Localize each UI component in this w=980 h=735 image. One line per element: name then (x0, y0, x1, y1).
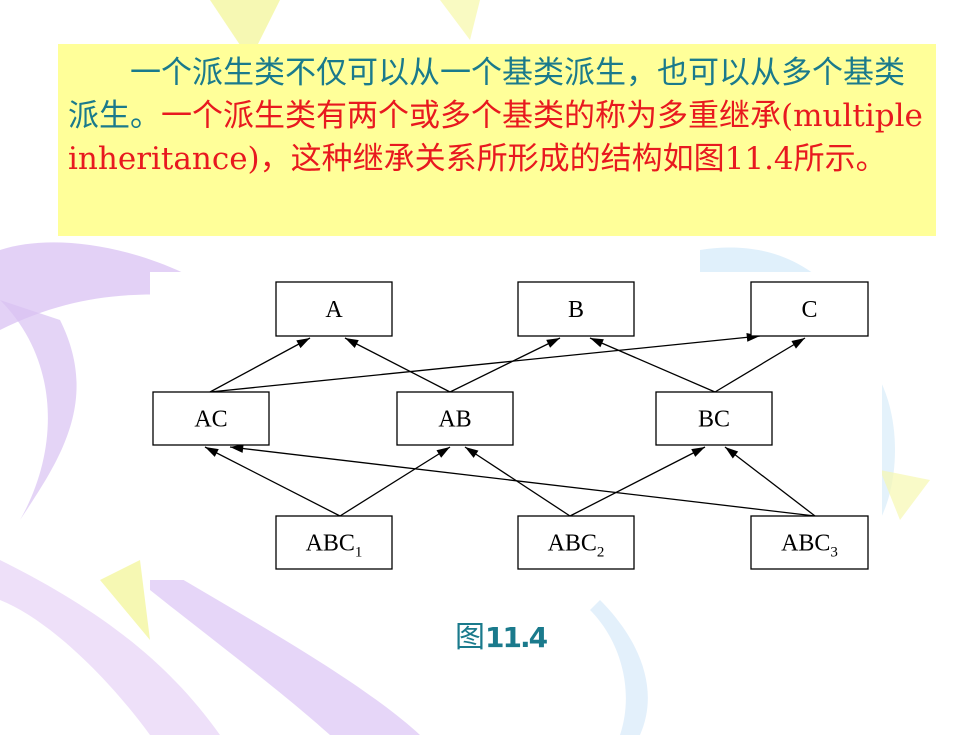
edge-bc-to-c (714, 337, 806, 393)
node-box-ab (396, 391, 514, 446)
node-label-ab: AB (438, 407, 471, 433)
node-ab: AB (396, 391, 514, 446)
node-box-ac (152, 391, 270, 446)
edge-abc2-to-bc (569, 446, 706, 517)
node-subscript-abc2: 2 (597, 545, 605, 561)
edge-bc-to-b (589, 337, 716, 393)
edge-ab-to-a (344, 337, 451, 393)
node-subscript-abc1: 1 (355, 545, 363, 561)
paragraph-highlight: 一个派生类有两个或多个基类的称为多重继承 (161, 98, 781, 134)
edge-abc1-to-ac (204, 446, 341, 517)
node-box-b (517, 281, 635, 337)
edge-abc3-to-ac (229, 444, 816, 517)
node-label-b: B (568, 297, 584, 323)
node-subscript-abc3: 3 (830, 545, 838, 561)
paragraph-part-1: 一个派生类不仅可以从一个基类派生，也可以从多个基类派生。 (68, 55, 905, 134)
node-box-abc3 (750, 515, 869, 570)
figure-caption: 图11.4 (455, 612, 548, 656)
node-box-abc2 (517, 515, 635, 570)
edge-abc1-to-ab (339, 446, 451, 517)
node-box-abc1 (275, 515, 393, 570)
node-a: A (275, 281, 393, 337)
node-bc: BC (655, 391, 773, 446)
node-label-a: A (325, 297, 343, 323)
paragraph-part-3-highlight: (multiple inheritance)，这种继承关系所形成的结构如图11.… (68, 98, 923, 177)
edge-ab-to-b (449, 337, 561, 393)
node-label-bc: BC (698, 407, 730, 433)
node-label-abc3: ABC3 (781, 531, 838, 561)
node-box-c (750, 281, 869, 337)
node-abc1: ABC1 (275, 515, 393, 570)
caption-number: 11.4 (485, 621, 548, 654)
edge-ac-to-c (209, 332, 761, 393)
node-box-bc (655, 391, 773, 446)
caption-prefix: 图 (455, 620, 485, 655)
text-callout: 一个派生类不仅可以从一个基类派生，也可以从多个基类派生。一个派生类有两个或多个基… (58, 44, 936, 236)
node-abc2: ABC2 (517, 515, 635, 570)
node-abc3: ABC3 (750, 515, 869, 570)
node-label-abc2: ABC2 (548, 531, 605, 561)
node-ac: AC (152, 391, 270, 446)
node-c: C (750, 281, 869, 337)
node-box-a (275, 281, 393, 337)
node-label-abc1: ABC1 (306, 531, 363, 561)
intro-paragraph: 一个派生类不仅可以从一个基类派生，也可以从多个基类派生。一个派生类有两个或多个基… (68, 52, 930, 181)
node-b: B (517, 281, 635, 337)
edge-ac-to-a (209, 337, 311, 393)
edge-abc3-to-bc (724, 446, 816, 517)
node-label-c: C (801, 297, 817, 323)
node-label-ac: AC (194, 407, 227, 433)
